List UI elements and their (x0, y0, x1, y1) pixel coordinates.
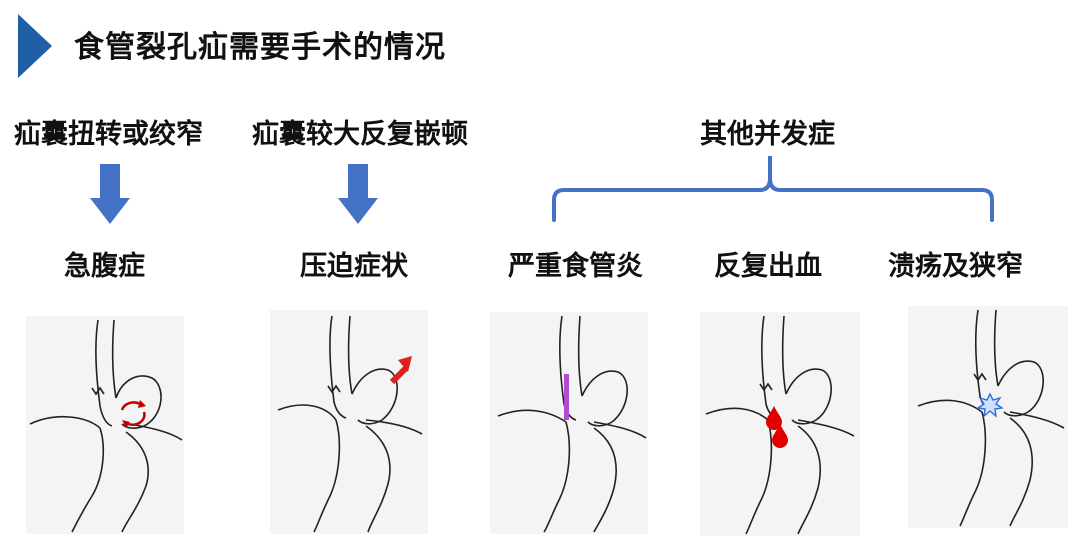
page-title: 食管裂孔疝需要手术的情况 (74, 30, 446, 65)
title-marker-icon (18, 14, 52, 78)
complication-label-esophagitis: 严重食管炎 (508, 251, 643, 282)
complications-group-label: 其他并发症 (700, 119, 835, 150)
arrow-down-icon (90, 164, 130, 224)
result-label-compression: 压迫症状 (300, 251, 408, 282)
arrow-down-icon (338, 164, 378, 224)
result-label-acute-abdomen: 急腹症 (64, 251, 145, 282)
figure-esophagitis (490, 312, 648, 534)
group-bracket (552, 156, 994, 222)
figure-ulcer-stricture (908, 306, 1068, 528)
cause-label-incarceration: 疝囊较大反复嵌顿 (252, 119, 468, 150)
figure-hernia-large (270, 310, 428, 534)
figure-bleeding (700, 312, 860, 536)
esophagitis-mark (564, 374, 569, 420)
blood-drop-icon (766, 406, 788, 448)
cause-label-torsion: 疝囊扭转或绞窄 (14, 119, 203, 150)
complication-label-bleeding: 反复出血 (714, 251, 822, 282)
complication-label-ulcer-stricture: 溃疡及狭窄 (888, 251, 1023, 282)
ulcer-burst-icon (976, 392, 1004, 418)
figure-hernia-torsion (26, 316, 184, 534)
